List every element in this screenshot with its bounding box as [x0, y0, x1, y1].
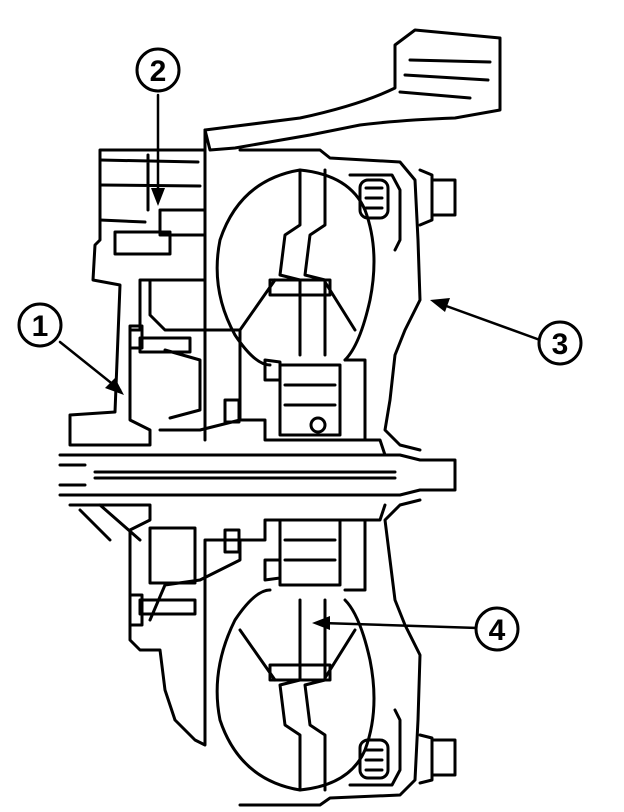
callout-arrowheads: [105, 188, 450, 630]
callout-label: 2: [150, 55, 167, 88]
callout-2: 2: [135, 47, 181, 93]
arrowhead-2: [151, 188, 165, 206]
transmission-housing: [203, 28, 502, 442]
leader-1: [58, 340, 122, 392]
arrowhead-4: [312, 616, 330, 630]
arrowhead-1: [105, 378, 124, 395]
pump-body-lower: [68, 503, 242, 747]
callout-circle: [135, 47, 181, 93]
callout-3: 3: [537, 320, 583, 366]
input-shaft: [58, 453, 457, 497]
damper-springs: [348, 173, 402, 787]
callout-4: 4: [474, 606, 520, 652]
leader-3: [436, 301, 542, 342]
callout-1: 1: [17, 302, 63, 348]
callout-label: 1: [32, 310, 49, 343]
callout-label: 3: [552, 328, 569, 361]
callout-circle: [17, 302, 63, 348]
lower-torus: [215, 518, 376, 792]
callout-label: 4: [489, 614, 506, 647]
callout-leaders: [58, 93, 542, 630]
converter-cover: [238, 148, 457, 807]
arrowhead-3: [430, 298, 450, 312]
converter-hub: [223, 398, 387, 554]
leader-4: [320, 621, 480, 630]
callout-circle: [537, 320, 583, 366]
callout-circle: [474, 606, 520, 652]
